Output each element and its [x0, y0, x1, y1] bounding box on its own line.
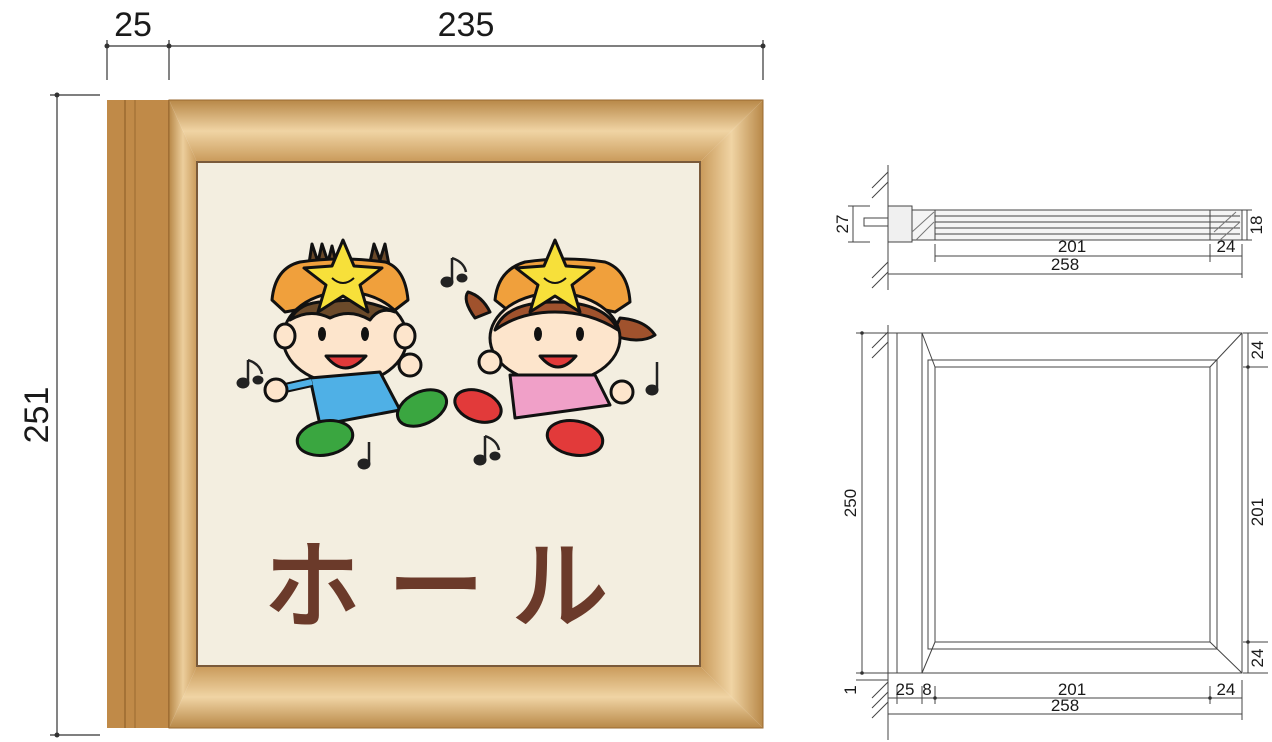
sign-panel [196, 161, 701, 667]
front-view-drawing [856, 325, 1268, 740]
dim-side-total: 258 [1051, 255, 1079, 274]
music-note-icon [645, 362, 659, 396]
side-view-drawing [848, 165, 1252, 290]
dim-front-left-b: 8 [922, 680, 931, 699]
sign-text: ホール [264, 531, 636, 643]
dim-front-frame-top: 24 [1248, 341, 1267, 360]
dim-front-width: 235 [438, 6, 495, 44]
dim-front-frame-right: 24 [1217, 680, 1236, 699]
dim-front-inner-height: 201 [1248, 498, 1267, 526]
music-note-icon [236, 358, 264, 389]
dim-front-left-a: 25 [896, 680, 915, 699]
dim-front-bottom-offset: 1 [841, 685, 860, 694]
dim-side-depth: 27 [833, 215, 852, 234]
dim-side-frame: 24 [1217, 237, 1236, 256]
music-note-icon [357, 442, 371, 470]
boy-character [263, 242, 449, 457]
star-icon [302, 238, 384, 314]
sign-frame [107, 99, 764, 729]
dim-side-inner: 201 [1058, 237, 1086, 256]
dim-height: 251 [18, 387, 56, 444]
dim-front-inner-width: 201 [1058, 680, 1086, 699]
music-note-icon [473, 434, 501, 466]
dim-side-thickness: 18 [1247, 216, 1266, 235]
music-note-icon [440, 256, 468, 288]
dim-front-height: 250 [841, 489, 860, 517]
dim-front-total-width: 258 [1051, 696, 1079, 715]
dim-side-width: 25 [114, 6, 152, 44]
star-icon [514, 238, 596, 314]
dim-front-frame-bottom: 24 [1248, 649, 1267, 668]
